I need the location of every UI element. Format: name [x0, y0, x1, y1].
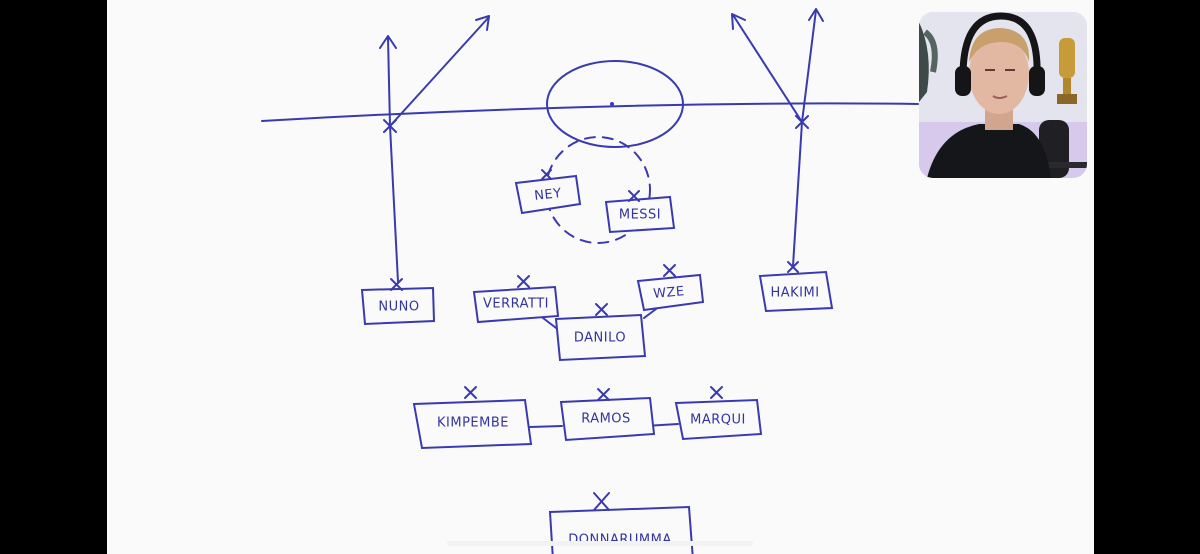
- player-card-messi: MESSI: [604, 190, 676, 234]
- arrow-icon: [731, 13, 746, 30]
- x-mark-icon: [595, 303, 608, 316]
- player-card-nuno: NUNO: [360, 278, 436, 326]
- player-label-messi: MESSI: [619, 208, 661, 223]
- halfway-line: [261, 102, 919, 122]
- player-card-ramos: RAMOS: [559, 388, 656, 442]
- run-arrow-right-vertical: [792, 9, 817, 267]
- x-mark-icon: [597, 388, 610, 401]
- player-card-wze: WZE: [636, 264, 705, 312]
- x-mark-icon: [663, 264, 676, 277]
- home-indicator: [447, 541, 753, 546]
- x-mark-icon: [710, 386, 723, 399]
- player-card-kimpembe: KIMPEMBE: [412, 386, 533, 450]
- player-label-hakimi: HAKIMI: [770, 286, 819, 301]
- player-label-ney: NEY: [534, 186, 563, 204]
- player-card-danilo: DANILO: [554, 303, 647, 362]
- run-arrow-left-vertical: [387, 37, 399, 283]
- player-label-nuno: NUNO: [378, 300, 419, 315]
- link-kimpembe-ramos: [529, 425, 563, 428]
- player-label-kimpembe: KIMPEMBE: [437, 416, 509, 431]
- x-mark-icon: [383, 119, 397, 133]
- center-spot: [610, 102, 614, 106]
- x-mark-icon: [795, 115, 809, 129]
- center-circle: [546, 60, 684, 148]
- x-mark-icon: [593, 492, 610, 511]
- presenter-video: [919, 12, 1087, 178]
- x-mark-icon: [787, 261, 799, 273]
- webcam-overlay: [919, 12, 1087, 178]
- run-arrow-right-diagonal: [732, 14, 803, 123]
- arrow-icon: [475, 15, 490, 31]
- arrow-icon: [808, 8, 824, 22]
- x-mark-icon: [517, 275, 530, 288]
- player-card-verratti: VERRATTI: [472, 275, 560, 324]
- run-arrow-left-diagonal: [389, 16, 490, 127]
- player-label-danilo: DANILO: [574, 331, 626, 346]
- player-label-marqui: MARQUI: [690, 413, 746, 428]
- player-card-ney: NEY: [514, 169, 582, 215]
- x-mark-icon: [541, 169, 552, 180]
- arrow-icon: [379, 35, 397, 49]
- player-label-verratti: VERRATTI: [483, 297, 549, 312]
- x-mark-icon: [628, 190, 640, 202]
- x-mark-icon: [390, 278, 403, 291]
- player-card-hakimi: HAKIMI: [758, 261, 834, 313]
- player-label-ramos: RAMOS: [581, 412, 631, 427]
- x-mark-icon: [464, 386, 477, 399]
- player-card-marqui: MARQUI: [674, 386, 763, 441]
- player-label-wze: WZE: [653, 284, 686, 302]
